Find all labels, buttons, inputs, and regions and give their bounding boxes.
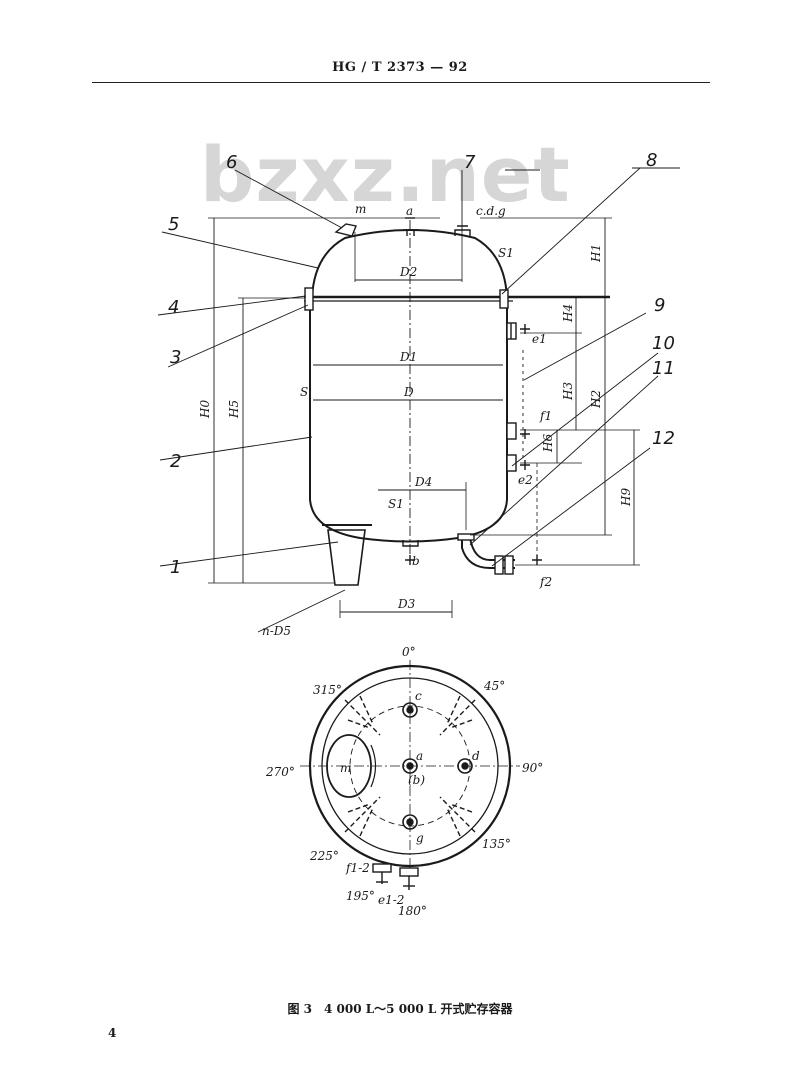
label-cdg: c.d.g — [476, 204, 506, 218]
label-b: b — [412, 554, 420, 568]
part-number-3: 3 — [170, 347, 181, 368]
standard-code-header: HG / T 2373 — 92 — [332, 60, 468, 75]
angle-225: 225° — [309, 849, 339, 863]
plan-label-b: (b) — [408, 773, 425, 787]
header-rule — [92, 82, 710, 83]
angle-180: 180° — [398, 904, 427, 918]
plan-label-d: d — [472, 749, 480, 763]
label-f1: f1 — [539, 409, 552, 423]
plan-nozzle-labels: c a (b) d g m f1-2 e1-2 — [340, 689, 480, 907]
label-h9: H9 — [619, 488, 633, 507]
label-n-d5: n-D5 — [262, 624, 291, 638]
page-number: 4 — [108, 1026, 117, 1040]
part-number-9: 9 — [654, 295, 665, 316]
dimension-labels: m a c.d.g S1 D2 D1 D S D4 S1 b D3 n-D5 e… — [198, 202, 633, 638]
label-h2: H2 — [589, 390, 603, 409]
plan-label-e12: e1-2 — [378, 893, 404, 907]
label-e2: e2 — [518, 473, 533, 487]
part-number-7: 7 — [464, 152, 476, 173]
label-h4: H4 — [561, 304, 575, 323]
label-h0: H0 — [198, 400, 212, 419]
plan-label-m: m — [340, 761, 351, 775]
plan-label-a: a — [416, 749, 423, 763]
plan-label-f12: f1-2 — [345, 861, 370, 875]
vessel-elevation — [208, 217, 640, 618]
part-number-12: 12 — [652, 428, 675, 449]
label-h5: H5 — [227, 400, 241, 419]
part-number-2: 2 — [170, 451, 181, 472]
watermark: bzxz.net — [200, 130, 571, 219]
label-d3: D3 — [397, 597, 416, 611]
angle-270: 270° — [265, 765, 295, 779]
part-number-labels: 1 2 3 4 5 6 7 8 9 10 11 12 — [168, 150, 675, 578]
label-d1: D1 — [399, 350, 417, 364]
angle-315: 315° — [313, 683, 342, 697]
part-number-8: 8 — [646, 150, 657, 171]
label-s1-bottom: S1 — [388, 497, 404, 511]
label-e1: e1 — [532, 332, 547, 346]
figure-caption: 图 3 4 000 L～5 000 L 开式贮存容器 — [287, 1002, 513, 1016]
label-d: D — [403, 385, 414, 399]
part-number-6: 6 — [226, 152, 237, 173]
angle-195: 195° — [346, 889, 375, 903]
plan-label-c: c — [415, 689, 422, 703]
vessel-plan-view — [300, 660, 520, 890]
part-number-1: 1 — [170, 557, 181, 578]
label-d2: D2 — [399, 265, 417, 279]
label-h3: H3 — [561, 382, 575, 401]
part-leaders — [157, 167, 680, 633]
angle-0: 0° — [402, 645, 416, 659]
label-s: S — [300, 385, 308, 399]
label-m: m — [355, 202, 366, 216]
label-h6: H6 — [541, 434, 555, 453]
label-s1-top: S1 — [498, 246, 514, 260]
part-number-4: 4 — [168, 297, 179, 318]
angle-135: 135° — [482, 837, 511, 851]
part-number-11: 11 — [652, 358, 675, 379]
label-h1: H1 — [589, 244, 603, 263]
angle-45: 45° — [483, 679, 505, 693]
part-number-10: 10 — [652, 333, 675, 354]
label-f2: f2 — [539, 575, 552, 589]
plan-angle-labels: 0° 45° 90° 135° 180° 195° 225° 270° 315° — [265, 645, 543, 918]
part-number-5: 5 — [168, 214, 179, 235]
angle-90: 90° — [522, 761, 543, 775]
label-a: a — [406, 204, 413, 218]
label-d4: D4 — [414, 475, 432, 489]
plan-label-g: g — [416, 831, 424, 845]
